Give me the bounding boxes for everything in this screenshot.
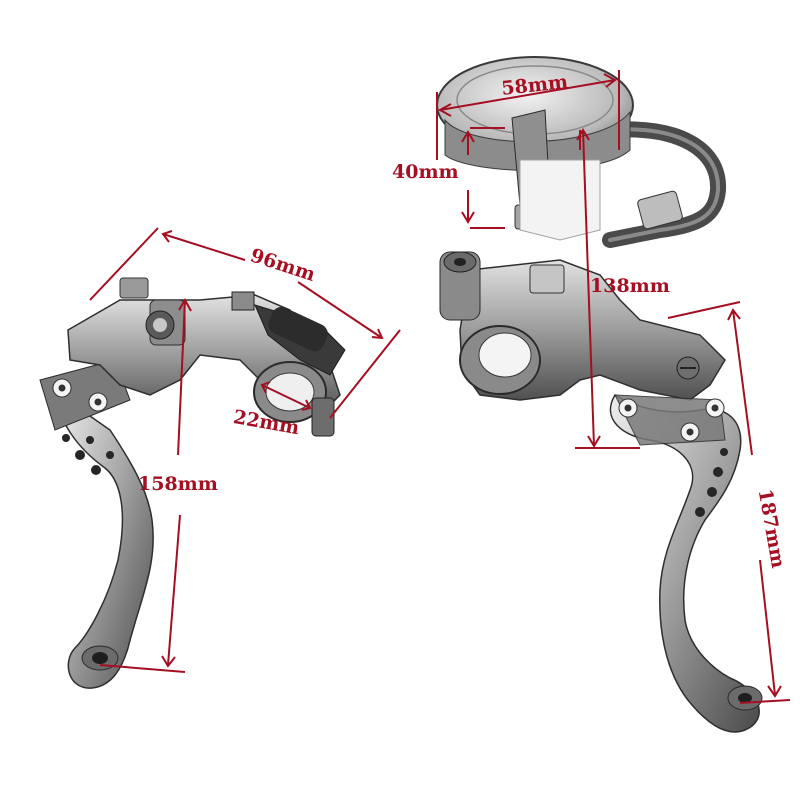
dim-158mm-line	[99, 297, 192, 673]
dimension-lines	[89, 70, 791, 704]
dim-label-158mm: 158mm	[138, 473, 218, 495]
left-clutch-lever	[39, 277, 346, 689]
dim-22mm-line	[260, 381, 312, 411]
dim-187mm-line	[667, 301, 791, 704]
dim-138mm-line	[575, 128, 640, 449]
right-brake-master-cylinder	[436, 56, 763, 733]
dim-label-187mm: 187mm	[754, 487, 790, 569]
left-lever-arm	[58, 393, 154, 689]
dim-40mm-line	[461, 127, 505, 229]
dim-label-40mm: 40mm	[392, 161, 459, 183]
dim-58mm-line	[436, 70, 620, 160]
dim-96mm-line	[89, 227, 401, 419]
dim-label-138mm: 138mm	[590, 275, 670, 297]
left-lever-holes	[62, 434, 114, 475]
right-lever-holes	[695, 448, 728, 517]
dim-label-96mm: 96mm	[248, 244, 318, 286]
right-lever-arm	[609, 393, 760, 733]
